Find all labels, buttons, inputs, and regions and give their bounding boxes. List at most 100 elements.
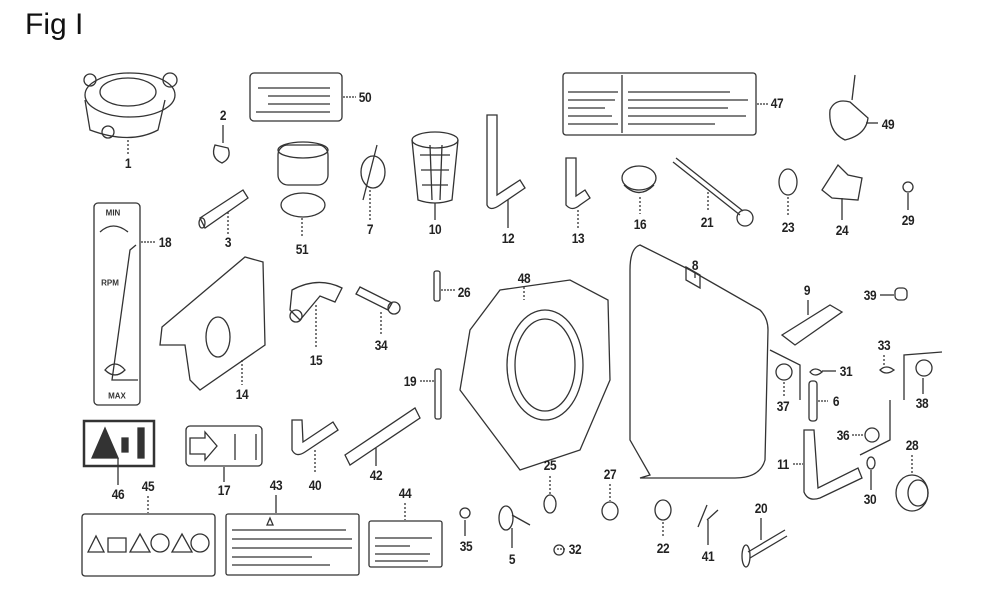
callout-43: 43 [269, 477, 283, 493]
callout-41: 41 [701, 548, 715, 564]
part-39-collar [880, 288, 907, 300]
callout-47: 47 [770, 95, 784, 111]
callout-25: 25 [543, 457, 557, 473]
part-28-cap [896, 455, 928, 511]
callout-16: 16 [633, 216, 647, 232]
part-41-clip [698, 505, 718, 545]
callout-46: 46 [111, 486, 125, 502]
callout-48: 48 [517, 270, 531, 286]
callout-10: 10 [428, 221, 442, 237]
part-23-clip [779, 169, 797, 217]
callout-27: 27 [603, 466, 617, 482]
part-46-warning-sticker [84, 421, 154, 485]
callout-35: 35 [459, 538, 473, 554]
callout-37: 37 [776, 398, 790, 414]
callout-18: 18 [158, 234, 172, 250]
part-45-warning-label [82, 496, 215, 576]
callout-13: 13 [571, 230, 585, 246]
part-34-bolt [356, 287, 400, 335]
callout-5: 5 [508, 551, 516, 567]
figure-title: Fig I [25, 8, 84, 41]
sticker-rpm-text: RPM [101, 278, 119, 288]
callout-30: 30 [863, 491, 877, 507]
callout-39: 39 [863, 287, 877, 303]
callout-21: 21 [700, 214, 714, 230]
callout-20: 20 [754, 500, 768, 516]
part-9-grommet-strip [782, 300, 842, 345]
part-31-clip [810, 369, 836, 375]
callout-17: 17 [217, 482, 231, 498]
part-30-clip [867, 457, 875, 490]
callout-33: 33 [877, 337, 891, 353]
part-22-grommet [655, 500, 671, 538]
callout-34: 34 [374, 337, 388, 353]
part-17-choke-label [186, 426, 262, 482]
part-27-nut [602, 484, 618, 520]
part-12-hose [487, 115, 525, 228]
callout-3: 3 [224, 234, 232, 250]
part-10-fuel-strainer [412, 132, 458, 220]
callout-11: 11 [777, 456, 789, 472]
callout-22: 22 [656, 540, 670, 556]
part-18-throttle-sticker [94, 203, 155, 405]
callout-42: 42 [369, 467, 383, 483]
part-8-fuel-tank [630, 245, 768, 478]
part-5-joint [499, 506, 530, 548]
callout-12: 12 [501, 230, 515, 246]
sticker-min-text: MIN [105, 208, 121, 218]
callout-14: 14 [235, 386, 249, 402]
callout-31: 31 [839, 363, 853, 379]
part-6-hose [809, 381, 828, 421]
part-14-heat-shield [160, 257, 265, 390]
callout-6: 6 [832, 393, 840, 409]
callout-49: 49 [881, 116, 895, 132]
part-49-switch [830, 75, 878, 140]
part-25-plug [544, 476, 556, 513]
callout-23: 23 [781, 219, 795, 235]
part-16-grommet [622, 166, 656, 214]
part-50-label [250, 73, 356, 121]
part-26-stud [434, 271, 455, 301]
part-20-bolt [742, 518, 787, 567]
part-2-clip [214, 125, 230, 163]
callout-50: 50 [358, 89, 372, 105]
part-48-tank-bracket [460, 280, 610, 470]
callout-8: 8 [691, 257, 699, 273]
callout-29: 29 [901, 212, 915, 228]
callout-51: 51 [295, 241, 309, 257]
part-13-hose [566, 158, 590, 228]
callout-44: 44 [398, 485, 412, 501]
callout-45: 45 [141, 478, 155, 494]
callout-9: 9 [803, 282, 811, 298]
callout-19: 19 [403, 373, 417, 389]
callout-1: 1 [124, 155, 132, 171]
callout-32: 32 [568, 541, 582, 557]
part-7-fuel-valve [361, 145, 385, 220]
bracket-lines [770, 350, 942, 455]
callout-26: 26 [457, 284, 471, 300]
callout-24: 24 [835, 222, 849, 238]
part-38-nut [916, 360, 932, 394]
part-35-nut [460, 508, 470, 536]
callout-15: 15 [309, 352, 323, 368]
part-32-clip [554, 545, 565, 555]
callout-2: 2 [219, 107, 227, 123]
part-42-hose [345, 408, 420, 466]
part-15-knob [290, 282, 342, 348]
part-40-hose [292, 420, 338, 474]
callout-38: 38 [915, 395, 929, 411]
part-1-fuel-pump [84, 73, 177, 156]
callout-40: 40 [308, 477, 322, 493]
part-51-fuel-cap [278, 142, 328, 238]
part-11-hose [793, 430, 862, 499]
part-33-clip [880, 355, 894, 373]
callout-36: 36 [836, 427, 850, 443]
part-47-label [563, 73, 768, 135]
part-37-nut [776, 364, 792, 397]
part-29-nut [903, 182, 913, 210]
callout-7: 7 [366, 221, 374, 237]
part-19-stud [420, 369, 441, 419]
part-3-tube [199, 190, 248, 234]
